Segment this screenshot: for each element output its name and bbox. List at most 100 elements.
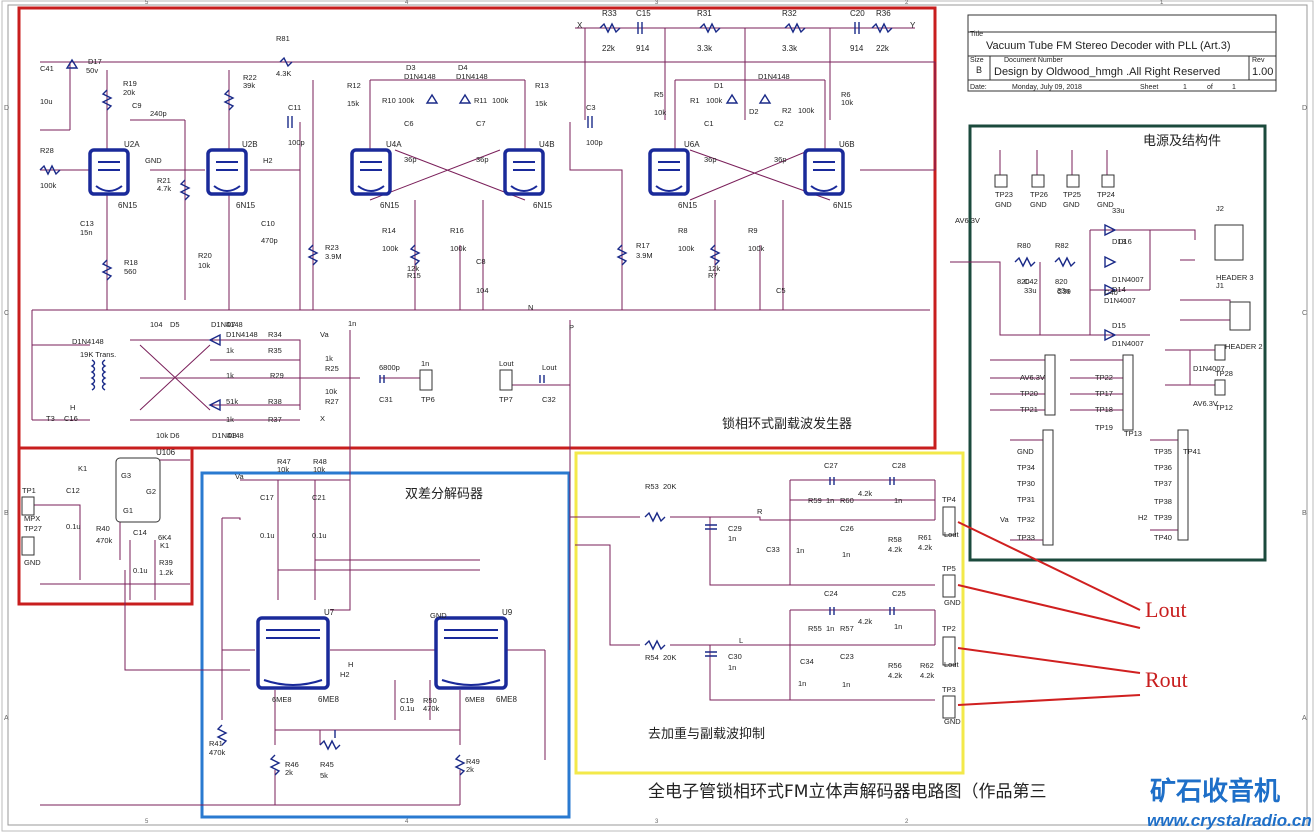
deemph-frame [574, 451, 965, 775]
border-col-mark: 4 [405, 0, 409, 6]
component-label: R29 [270, 371, 284, 380]
component-label: TP7 [499, 395, 513, 404]
section-pll-label: 锁相环式副载波发生器 [722, 416, 852, 432]
component-label: TP4 [942, 495, 956, 504]
component-label: TP17 [1095, 389, 1113, 398]
component-label: R58 [888, 535, 902, 544]
border-row-mark: C [4, 310, 9, 317]
tube-ref: U2A [124, 140, 140, 149]
tube-ref: U106 [156, 448, 176, 457]
component-label: C1 [704, 119, 714, 128]
component-label: C25 [892, 589, 906, 598]
rev-value: 1.00 [1252, 66, 1273, 78]
component-label: C30 [728, 652, 742, 661]
tube-type: 6N15 [118, 201, 138, 210]
component-label: C24 [824, 589, 838, 598]
component-label: Y [0, 0, 5, 2]
component-label: N [528, 303, 533, 312]
component-label: TP24 [1097, 190, 1115, 199]
component-label: R49 [466, 757, 480, 766]
component-label: 1k [226, 371, 234, 380]
tube-ref: U4A [386, 140, 402, 149]
component-label: R35 [268, 346, 282, 355]
component-label: TP20 [1020, 389, 1038, 398]
component-label: Lout [499, 359, 515, 368]
border-row-mark: C [1302, 310, 1307, 317]
component-label: 470k [209, 748, 226, 757]
component-label: D1N4148 [456, 72, 488, 81]
of-label: of [1207, 84, 1213, 91]
component-label: H2 [340, 670, 350, 679]
component-label: 1n [728, 663, 736, 672]
component-label: H2 [263, 156, 273, 165]
tube-ref: U9 [502, 608, 513, 617]
component-label: R8 [678, 226, 688, 235]
component-label: HEADER 3 [1216, 273, 1254, 282]
component-label: P [569, 323, 574, 332]
component-label: R2 [782, 106, 792, 115]
component-label: TP5 [942, 564, 956, 573]
component-label: D17 [88, 57, 102, 66]
border-row-mark: A [4, 715, 9, 722]
component-label: 1k [226, 346, 234, 355]
component-label: 12k [708, 264, 720, 273]
component-label: 3.3k [697, 44, 713, 53]
component-label: 10k [313, 465, 325, 474]
component-label: R61 [918, 533, 932, 542]
component-label: Va [235, 472, 244, 481]
component-label: R48 [313, 457, 327, 466]
component-label: C26 [840, 524, 854, 533]
component-label: 4.2k [888, 545, 902, 554]
component-label: R7 [708, 271, 718, 280]
footer-caption: 全电子管锁相环式FM立体声解码器电路图（作品第三 [648, 782, 1046, 802]
section-matrix-label: 双差分解码器 [405, 487, 483, 502]
component-label: 1n [421, 359, 429, 368]
component-label: D5 [170, 320, 180, 329]
component-label: C20 [850, 9, 865, 18]
component-label: C21 [312, 493, 326, 502]
component-label: 100k [678, 244, 695, 253]
component-label: 4.3K [276, 69, 291, 78]
component-label: 1k [325, 354, 333, 363]
component-label: 1k [226, 415, 234, 424]
component-label: 6800p [379, 363, 400, 372]
component-label: R62 [920, 661, 934, 670]
tube-u2b [206, 148, 248, 196]
component-label: 0.1u [66, 522, 81, 531]
tube-ref: U7 [324, 608, 335, 617]
component-label: TP39 [1154, 513, 1172, 522]
component-label: R39 [159, 558, 173, 567]
component-label: R59 [808, 496, 822, 505]
component-label: 4.2k [918, 543, 932, 552]
component-label: C5 [776, 286, 786, 295]
tube-electrodes [95, 161, 123, 192]
component-label: R40 [96, 524, 110, 533]
component-label: TP31 [1017, 495, 1035, 504]
component-label: R5 [654, 90, 664, 99]
component-label: R [757, 507, 763, 516]
component-label: 15n [80, 228, 93, 237]
component-label: GND [944, 598, 961, 607]
component-label: X [577, 21, 583, 30]
design-text: Design by Oldwood_hmgh .All Right Reserv… [994, 66, 1220, 78]
component-label: 1n [348, 319, 356, 328]
component-label: D1N4007 [1104, 296, 1136, 305]
component-label: 1n [798, 679, 806, 688]
component-label: AV6.3V [955, 216, 980, 225]
component-label: J2 [1216, 204, 1224, 213]
component-label: 10k [277, 465, 289, 474]
component-label: 5k [320, 771, 328, 780]
component-label: R15 [407, 271, 421, 280]
component-label: 1n [894, 622, 902, 631]
tube-u4b [503, 148, 545, 196]
component-label: 914 [850, 44, 864, 53]
component-label: 100k [748, 244, 765, 253]
title-label: Title [970, 31, 983, 38]
component-label: D4 [458, 63, 468, 72]
component-label: C7 [476, 119, 486, 128]
tube-ref: U2B [242, 140, 258, 149]
component-label: 51k [226, 397, 238, 406]
callout-arrows [957, 521, 1141, 706]
